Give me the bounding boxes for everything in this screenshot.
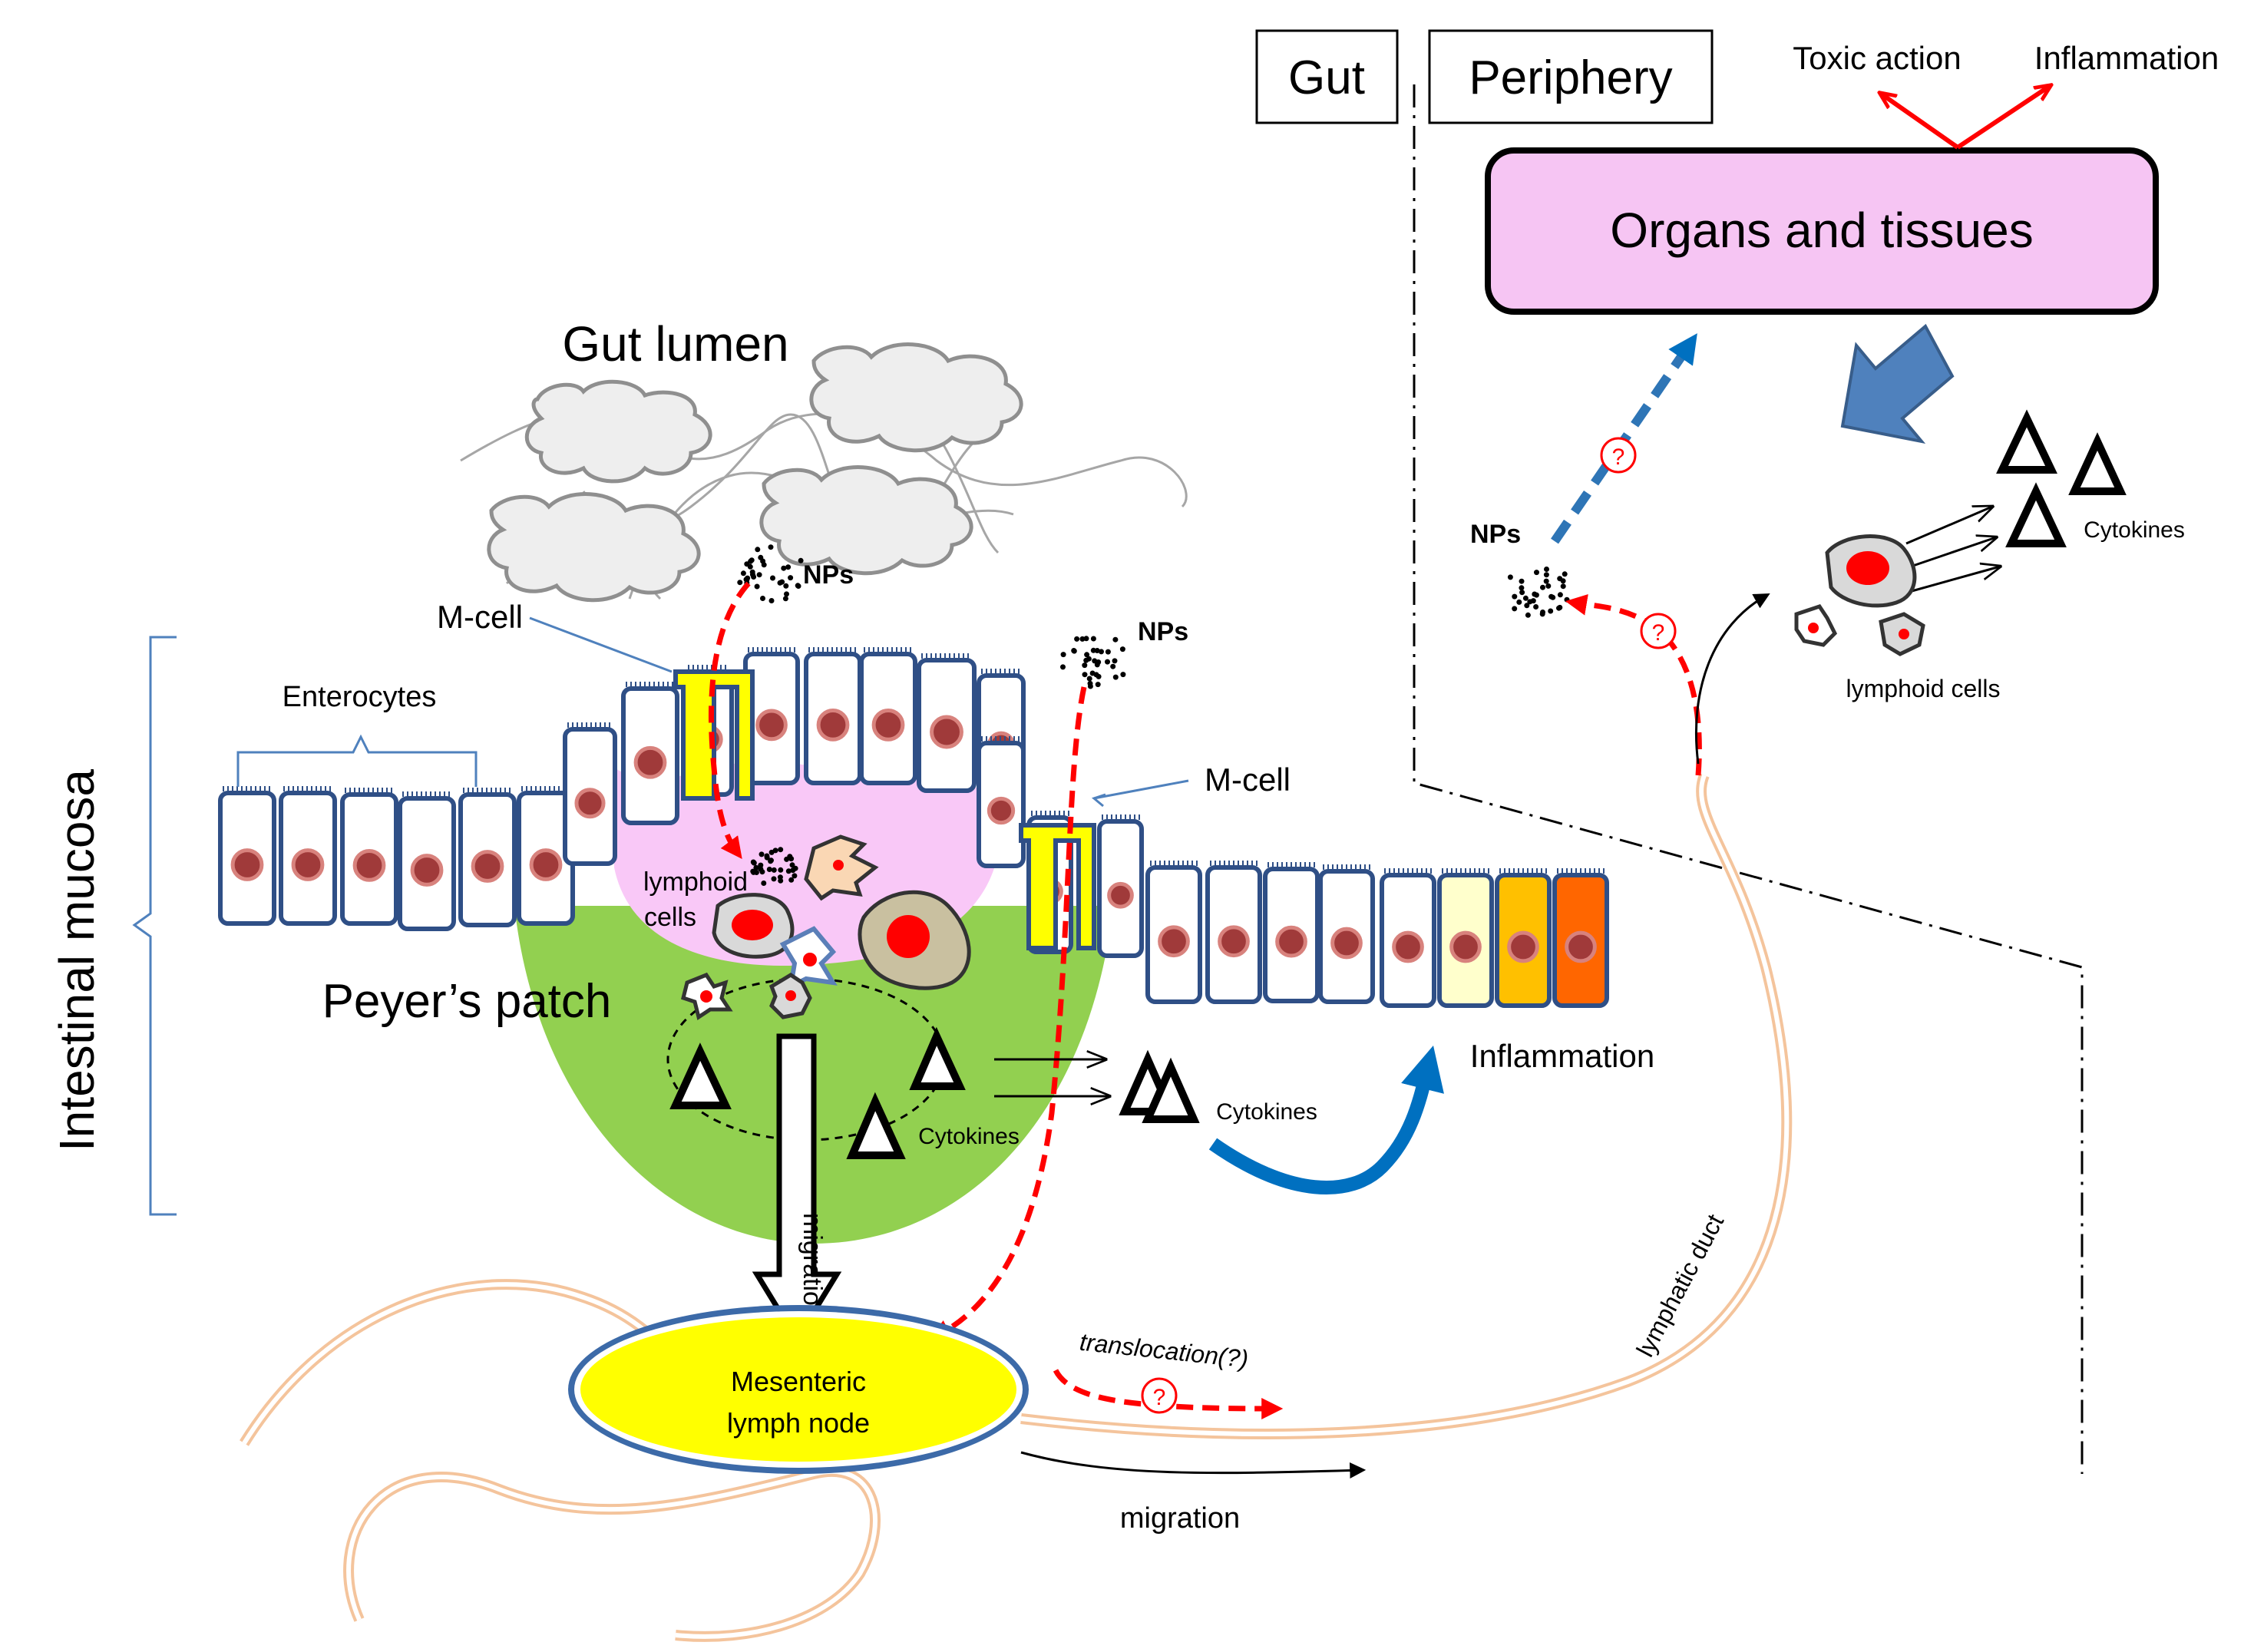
gut-lumen-label: Gut lumen	[562, 316, 788, 372]
nps-label-left: NPs	[803, 560, 854, 590]
lymphoid-cells-periphery-label: lymphoid cells	[1846, 675, 2001, 702]
migration-bottom-label: migration	[1120, 1502, 1240, 1535]
epithelial-cell	[1205, 861, 1262, 1004]
epithelial-cell	[1437, 868, 1494, 1008]
epithelial-cell	[517, 786, 575, 926]
periphery-region-box[interactable]: Periphery	[1428, 29, 1714, 124]
question-marks: ? ? ?	[1141, 437, 1677, 1414]
epithelial-cell	[859, 647, 917, 785]
organs-and-tissues-box[interactable]: Organs and tissues	[1485, 147, 2159, 315]
epithelial-cell	[1097, 814, 1144, 958]
cloud-1	[524, 379, 712, 484]
lymphoid-cells-patch-line-2: cells	[644, 903, 696, 932]
epithelial-cell	[1263, 862, 1320, 1003]
np-cluster	[1507, 567, 1570, 618]
cytokine-triangle	[1996, 409, 2057, 474]
mesenteric-label-line-2: lymph node	[727, 1407, 870, 1439]
m-cell-leaders	[529, 616, 1189, 808]
cytokine-arrows	[994, 507, 2000, 1479]
translocation-label: translocation(?)	[1079, 1328, 1250, 1373]
inflammation-periphery-label: Inflammation	[2034, 40, 2219, 76]
mesenteric-lymph-node[interactable]: Mesenteric lymph node	[568, 1305, 1029, 1474]
epithelial-cell	[279, 786, 337, 926]
cytokines-to-organs-arrow	[1840, 323, 1955, 444]
patch-lymphoid-cells	[681, 834, 971, 1021]
epithelial-cell	[218, 786, 276, 926]
epithelial-cell	[1145, 861, 1202, 1004]
cytokine-triangle	[2005, 482, 2067, 547]
periphery-region-label: Periphery	[1469, 51, 1672, 104]
epithelial-cell	[563, 722, 617, 866]
cytokines-patch-label: Cytokines	[918, 1124, 1020, 1149]
epithelial-cell	[977, 736, 1026, 868]
nps-label-center: NPs	[1138, 617, 1188, 646]
np-cluster	[737, 544, 804, 603]
cytokines-periphery-label: Cytokines	[2084, 517, 2185, 543]
gut-lumen-content	[460, 342, 1188, 603]
np-cluster	[1060, 636, 1126, 689]
mesenteric-label-line-1: Mesenteric	[731, 1366, 866, 1397]
epithelial-cell	[1552, 868, 1609, 1008]
epithelial-cell	[804, 647, 862, 785]
inflammation-arrow-gut	[1208, 1046, 1444, 1194]
cytokine-triangle	[846, 1092, 906, 1159]
migration-arrow-bottom	[1020, 1451, 1367, 1479]
enterocytes-label: Enterocytes	[283, 681, 437, 713]
cytokine-triangles	[669, 409, 2127, 1159]
peyers-patch-label: Peyer’s patch	[322, 975, 612, 1028]
m-cell-right-shape	[1019, 823, 1096, 950]
cloud-4	[759, 465, 973, 576]
svg-text:?: ?	[1652, 620, 1665, 646]
epithelial-cell	[1380, 868, 1436, 1008]
toxic-action-label: Toxic action	[1793, 40, 1961, 76]
epithelial-cell	[1318, 864, 1375, 1004]
cytokines-outside-label: Cytokines	[1216, 1099, 1317, 1125]
lymphatic-vessels	[240, 773, 1793, 1642]
inflammation-gut-label: Inflammation	[1470, 1038, 1654, 1074]
epithelial-cell	[398, 791, 456, 931]
epithelial-cell	[621, 682, 679, 825]
m-cell-label-left: M-cell	[437, 599, 523, 635]
lymphoid-cells-patch-line-1: lymphoid	[643, 867, 748, 897]
gut-region-box[interactable]: Gut	[1255, 29, 1399, 124]
m-cell-label-right: M-cell	[1205, 762, 1291, 798]
epithelial-cell	[1495, 868, 1552, 1008]
cloud-2	[809, 342, 1023, 453]
cytokine-triangle	[909, 1026, 966, 1090]
organ-effect-arrows	[1881, 86, 2050, 150]
cytokine-triangle	[2068, 432, 2127, 495]
organs-and-tissues-label: Organs and tissues	[1610, 203, 2033, 258]
nanoparticle-clusters	[737, 544, 1570, 886]
svg-text:?: ?	[1612, 444, 1625, 470]
gut-region-label: Gut	[1288, 51, 1365, 104]
gut-periphery-boundary	[1413, 84, 2084, 1474]
lymphatic-duct-label: lymphatic duct	[1631, 1210, 1729, 1362]
np-cluster	[750, 847, 798, 886]
svg-text:?: ?	[1153, 1385, 1166, 1410]
intestinal-mucosa-brace: Intestinal mucosa	[49, 636, 177, 1216]
epithelial-cell	[743, 647, 800, 785]
epithelial-cell	[458, 788, 517, 927]
migration-vertical-label: migration	[798, 1213, 827, 1320]
nps-label-right: NPs	[1470, 520, 1521, 549]
intestinal-mucosa-label: Intestinal mucosa	[49, 769, 104, 1151]
periphery-lymphoid-cells	[1794, 534, 1925, 656]
epithelial-cell	[917, 653, 977, 793]
epithelial-cell	[340, 788, 398, 926]
cytokine-triangle	[669, 1042, 732, 1109]
cloud-3	[487, 492, 701, 603]
enterocytes-brace: Enterocytes	[236, 681, 478, 787]
cytokine-triangle	[1142, 1057, 1200, 1123]
